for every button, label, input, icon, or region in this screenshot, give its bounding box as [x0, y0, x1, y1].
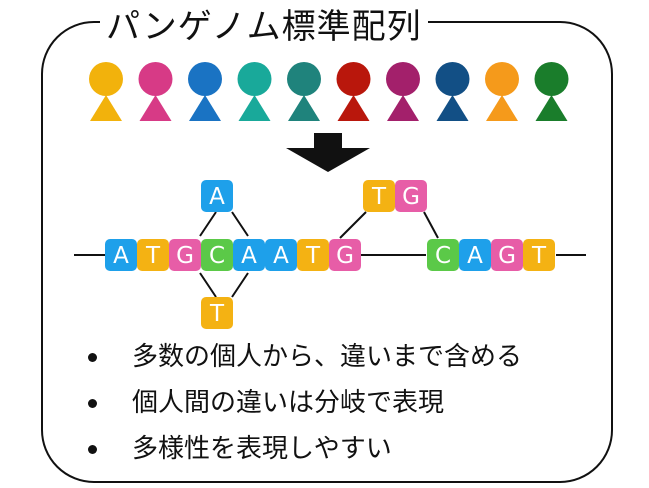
person-icon	[287, 62, 321, 121]
nucleotide-G: G	[169, 239, 201, 271]
person-icon	[386, 62, 420, 121]
nucleotide-label: A	[467, 243, 483, 269]
nucleotide-label: G	[498, 243, 516, 269]
down-arrow-icon	[286, 133, 370, 172]
nucleotide-label: C	[435, 243, 451, 269]
bullet-item: 個人間の違いは分岐で表現	[82, 380, 522, 426]
nucleotide-T: T	[201, 297, 233, 329]
nucleotide-T: T	[137, 239, 169, 271]
bullet-icon	[88, 353, 97, 362]
nucleotide-A: A	[459, 239, 491, 271]
nucleotide-label: T	[145, 243, 161, 269]
person-icon	[89, 62, 123, 121]
graph-edge	[339, 211, 367, 239]
nucleotide-G: G	[395, 180, 427, 212]
person-icon	[485, 62, 519, 121]
bullet-list: 多数の個人から、違いまで含める 個人間の違いは分岐で表現 多様性を表現しやすい	[82, 334, 522, 472]
nucleotide-label: A	[209, 184, 225, 210]
graph-edge	[199, 272, 217, 298]
nucleotide-A: A	[105, 239, 137, 271]
graph-edge	[231, 211, 249, 237]
page-title: パンゲノム標準配列	[100, 2, 428, 52]
nucleotide-label: A	[113, 243, 129, 269]
nucleotide-label: G	[402, 184, 420, 210]
nucleotide-T: T	[363, 180, 395, 212]
person-icon	[336, 62, 371, 121]
bullet-icon	[88, 445, 97, 454]
person-icon	[237, 62, 272, 121]
nucleotide-C: C	[201, 239, 233, 271]
person-icon	[435, 62, 470, 121]
nucleotide-label: T	[531, 243, 547, 269]
nucleotide-T: T	[297, 239, 329, 271]
bullet-item: 多数の個人から、違いまで含める	[82, 334, 522, 380]
bullet-text: 多様性を表現しやすい	[132, 434, 392, 464]
nucleotide-G: G	[491, 239, 523, 271]
nucleotide-C: C	[427, 239, 459, 271]
person-icon	[534, 62, 569, 121]
nucleotide-label: A	[241, 243, 257, 269]
nucleotide-A: A	[265, 239, 297, 271]
person-icon	[138, 62, 173, 121]
nucleotide-label: C	[209, 243, 225, 269]
person-icon	[188, 62, 222, 121]
nucleotide-A: A	[233, 239, 265, 271]
nucleotide-label: A	[273, 243, 289, 269]
graph-edge	[231, 272, 249, 298]
nucleotide-label: T	[305, 243, 321, 269]
graph-edge	[423, 211, 439, 239]
bullet-text: 多数の個人から、違いまで含める	[132, 342, 523, 372]
nucleotide-label: G	[336, 243, 354, 269]
bullet-icon	[88, 399, 97, 408]
people-row	[89, 62, 569, 121]
nucleotide-T: T	[523, 239, 555, 271]
nucleotide-A: A	[201, 180, 233, 212]
bullet-item: 多様性を表現しやすい	[82, 426, 522, 472]
bullet-text: 個人間の違いは分岐で表現	[132, 388, 445, 418]
nucleotide-label: T	[371, 184, 387, 210]
graph-edge	[199, 211, 217, 237]
nucleotide-label: T	[209, 301, 225, 327]
nucleotide-label: G	[176, 243, 194, 269]
nucleotide-G: G	[329, 239, 361, 271]
